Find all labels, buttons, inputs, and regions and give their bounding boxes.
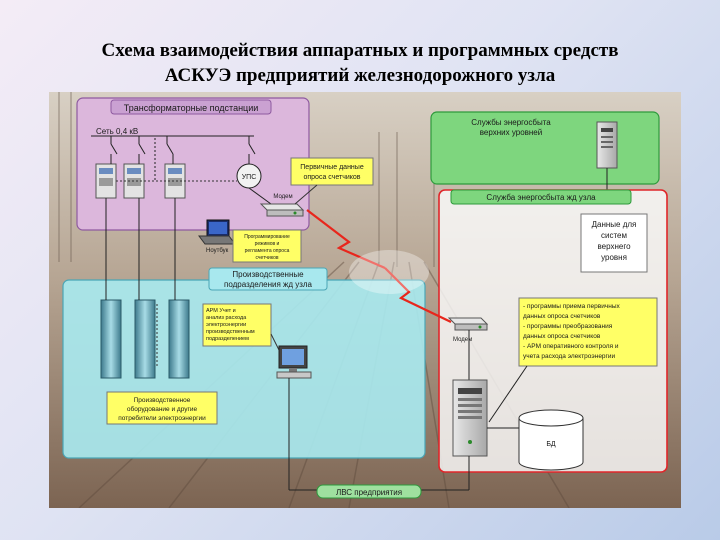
lan-bus: ЛВС предприятия [288,378,470,499]
upper-data-line: уровня [601,253,627,262]
workstation-icon [276,345,312,379]
production-units-block: Производственные подразделения жд узла А… [62,267,426,459]
laptop-programming-note: Программирование режимов и регламента оп… [232,229,302,263]
slide-title: Схема взаимодействия аппаратных и програ… [0,38,720,88]
upper-services-block: Службы энергосбыта верхних уровней [430,111,660,185]
node-service-block: Служба энергосбыта жд узла Данные для си… [438,189,668,473]
equipment-note-line: потребители электроэнергии [118,414,206,422]
production-header: подразделения жд узла [224,280,312,289]
software-note-line: данных опроса счетчиков [523,313,601,320]
uspd-label: УПС [242,174,257,181]
laptop-note-line: счетчиков [255,255,278,261]
upper-data-line: систем [601,231,627,240]
cabinet-icon [100,299,122,379]
substations-header: Трансформаторные подстанции [124,103,259,113]
modem-icon [259,203,305,217]
arm-note-line: производственным [206,329,255,335]
title-line-2: АСКУЭ предприятий железнодорожного узла [164,65,556,86]
cabinet-icon [134,299,156,379]
equipment-note-line: оборудование и другие [127,405,198,413]
switches [110,136,256,182]
server-icon [452,379,488,457]
software-note-line: данных опроса счетчиков [523,333,601,340]
server-icon [596,121,618,169]
production-header: Производственные [232,270,304,279]
modem-icon [447,317,489,331]
scheme-diagram: Трансформаторные подстанции Сеть 0,4 кВ [49,92,681,508]
lan-label: ЛВС предприятия [336,488,402,497]
upper-services-header: Службы энергосбыта [471,118,551,127]
software-note-line: учета расхода электроэнергии [523,353,616,360]
upper-data-line: Данные для [592,220,637,229]
database-icon [518,409,584,471]
arm-note-line: АРМ Учет и [206,308,236,314]
software-note-line: - АРМ оперативного контроля и [523,343,619,350]
supply-wires [105,198,176,300]
software-note-line: - программы приема первичных [523,303,620,310]
db-label: БД [546,441,556,448]
equipment-note-line: Производственное [134,397,191,404]
laptop-note-line: Программирование [244,234,290,240]
upper-data-line: верхнего [597,242,631,251]
radio-cloud [349,250,429,294]
laptop-note-line: регламента опроса [245,248,290,254]
radio-link-lightning [306,209,386,270]
primary-data-line: Первичные данные [300,164,364,171]
arm-note-line: электроэнергии [206,322,246,328]
node-service-header: Служба энергосбыта жд узла [486,193,596,202]
modem-label: Модем [273,194,292,200]
substations-block: Трансформаторные подстанции Сеть 0,4 кВ [76,97,310,231]
node-modem-label: Модем [453,337,472,343]
software-note-line: - программы преобразования [523,322,613,330]
laptop-label: Ноутбук [206,248,229,254]
title-line-1: Схема взаимодействия аппаратных и програ… [101,40,619,61]
laptop-note-line: режимов и [255,241,280,247]
primary-data-note: Первичные данные опроса счетчиков [290,157,374,205]
cabinet-icon [168,299,190,379]
meter-icon [95,163,117,199]
laptop-icon [198,219,236,245]
primary-data-line: опроса счетчиков [303,174,360,181]
network-label: Сеть 0,4 кВ [96,127,138,136]
arm-note-line: подразделением [206,336,249,342]
upper-services-header: верхних уровней [480,128,542,137]
arm-note-line: анализ расхода [206,315,247,321]
radio-link-lightning [384,267,452,323]
